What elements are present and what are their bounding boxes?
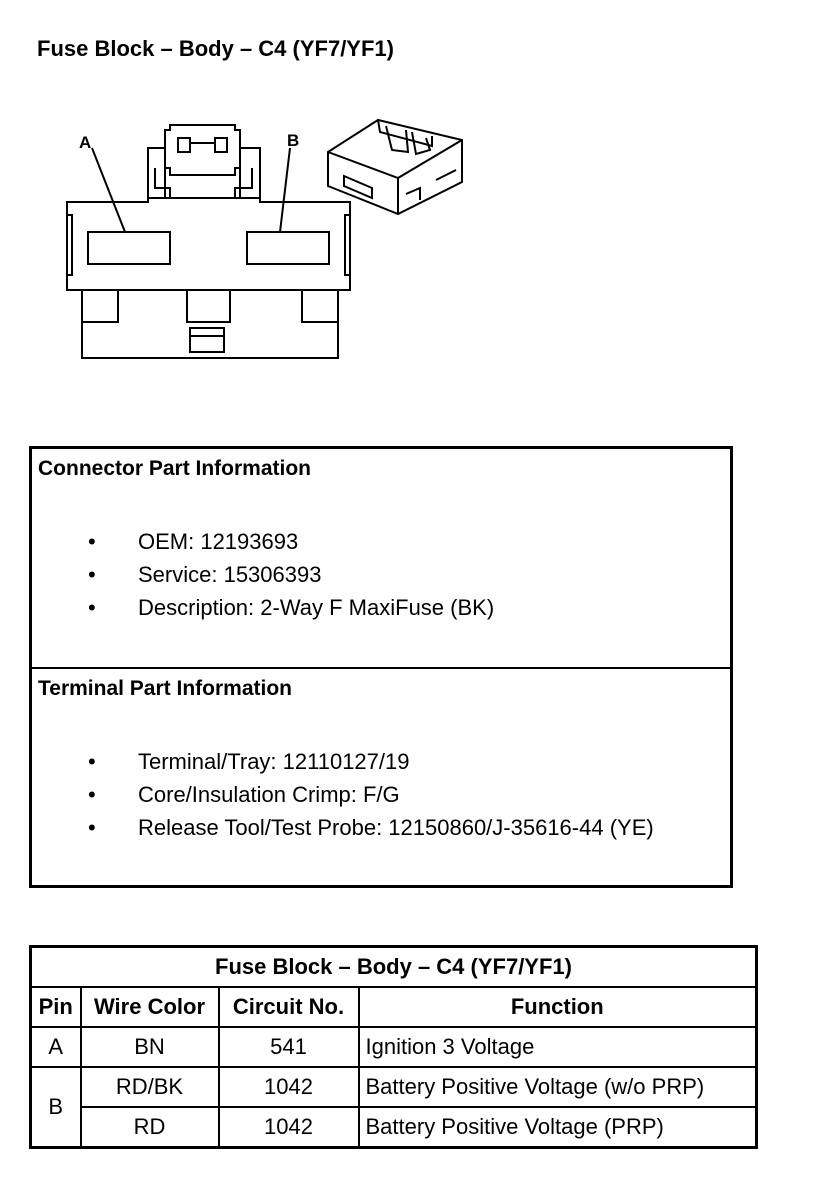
wire-color-cell: BN xyxy=(79,1026,220,1068)
table-caption: Fuse Block – Body – C4 (YF7/YF1) xyxy=(29,945,758,988)
terminal-window-b xyxy=(246,231,330,265)
table-header-row: Pin Wire Color Circuit No. Function xyxy=(29,986,758,1028)
page-title: Fuse Block – Body – C4 (YF7/YF1) xyxy=(37,36,394,61)
pin-cell: A xyxy=(29,1026,82,1068)
circuit-cell: 1042 xyxy=(217,1066,360,1108)
connector-3d-view xyxy=(327,118,463,216)
connector-drawing: A B xyxy=(66,118,463,359)
terminal-part-info-list: •Terminal/Tray: 12110127/19 •Core/Insula… xyxy=(32,749,654,848)
column-header-function: Function xyxy=(357,986,758,1028)
table-row: A BN 541 Ignition 3 Voltage xyxy=(29,1026,758,1068)
label-a: A xyxy=(79,133,91,152)
terminal-window-a xyxy=(87,231,171,265)
leader-line-a xyxy=(91,147,126,233)
bullet-icon: • xyxy=(88,815,96,840)
connector-part-info-heading: Connector Part Information xyxy=(38,457,312,480)
list-item: •Description: 2-Way F MaxiFuse (BK) xyxy=(88,595,495,620)
connector-part-info-list: •OEM: 12193693 •Service: 15306393 •Descr… xyxy=(32,529,494,628)
column-header-pin: Pin xyxy=(29,986,82,1028)
terminal-part-info-box: Terminal Part Information •Terminal/Tray… xyxy=(29,667,733,888)
wire-color-cell: RD/BK xyxy=(79,1066,220,1108)
leader-line-b xyxy=(279,147,291,233)
bullet-icon: • xyxy=(88,529,96,554)
column-header-wire-color: Wire Color xyxy=(79,986,220,1028)
connector-latch xyxy=(164,124,241,176)
function-cell: Battery Positive Voltage (w/o PRP) xyxy=(357,1066,758,1108)
table-row: B RD/BK 1042 Battery Positive Voltage (w… xyxy=(29,1066,758,1149)
list-item: •OEM: 12193693 xyxy=(88,529,299,554)
bullet-icon: • xyxy=(88,595,96,620)
list-item: •Service: 15306393 xyxy=(88,562,322,587)
function-cell: Battery Positive Voltage (PRP) xyxy=(357,1106,758,1149)
column-header-circuit-no: Circuit No. xyxy=(217,986,360,1028)
list-item: •Core/Insulation Crimp: F/G xyxy=(88,782,400,807)
bullet-icon: • xyxy=(88,749,96,774)
terminal-part-info-heading: Terminal Part Information xyxy=(38,677,292,700)
function-cell: Ignition 3 Voltage xyxy=(357,1026,758,1068)
wire-color-cell: RD xyxy=(79,1106,220,1149)
list-item: •Terminal/Tray: 12110127/19 xyxy=(88,749,410,774)
circuit-cell: 541 xyxy=(217,1026,360,1068)
pinout-table: Fuse Block – Body – C4 (YF7/YF1) Pin Wir… xyxy=(29,945,758,1149)
list-item: •Release Tool/Test Probe: 12150860/J-356… xyxy=(88,815,654,840)
pin-cell: B xyxy=(29,1066,82,1149)
connector-body xyxy=(66,197,351,291)
label-b: B xyxy=(287,131,299,150)
bullet-icon: • xyxy=(88,782,96,807)
table-row: RD 1042 Battery Positive Voltage (PRP) xyxy=(31,1106,758,1149)
circuit-cell: 1042 xyxy=(217,1106,360,1149)
bullet-icon: • xyxy=(88,562,96,587)
connector-part-info-box: Connector Part Information •OEM: 1219369… xyxy=(29,446,733,669)
